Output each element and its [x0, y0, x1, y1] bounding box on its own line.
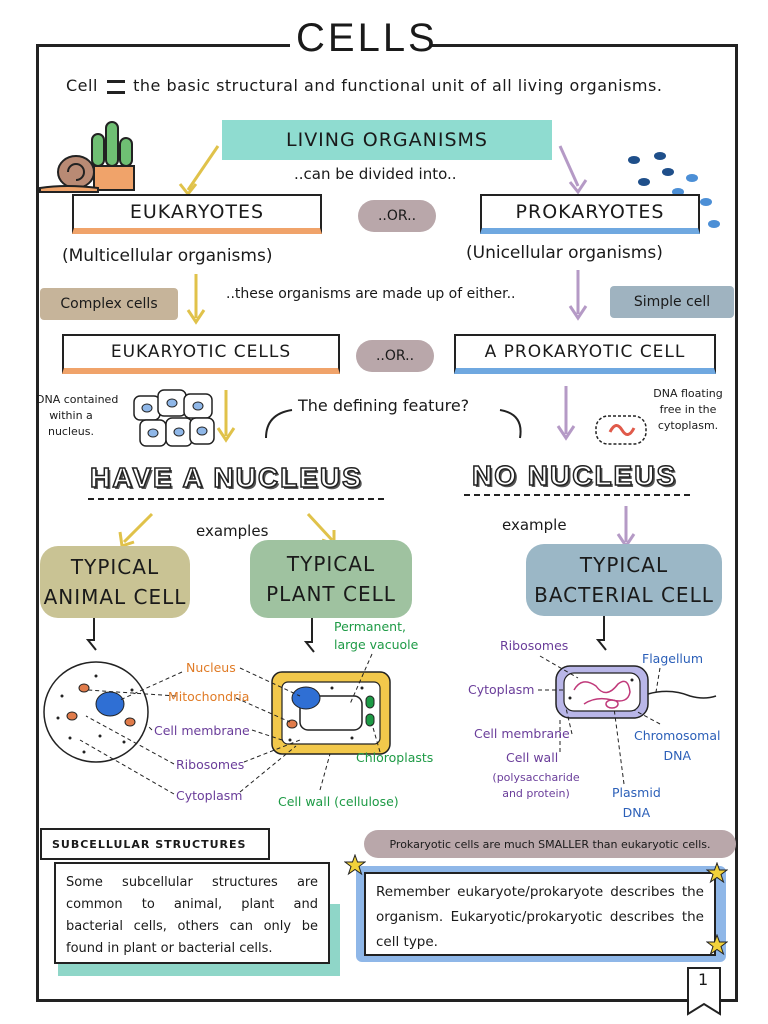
- dna-contained-line-1: DNA contained: [36, 393, 119, 406]
- label-bacterial-cytoplasm: Cytoplasm: [468, 682, 535, 697]
- prokaryotes-banner: PROKARYOTES: [480, 194, 700, 234]
- label-cell-wall-cellulose: Cell wall (cellulose): [278, 794, 399, 809]
- defining-feature-text: The defining feature?: [298, 396, 470, 415]
- have-nucleus-underline: [88, 498, 384, 500]
- subcellular-heading: SUBCELLULAR STRUCTURES: [52, 837, 247, 851]
- label-mitochondria: Mitochondria: [168, 689, 250, 704]
- smaller-note-pill: Prokaryotic cells are much SMALLER than …: [364, 830, 736, 858]
- page-title: CELLS: [296, 16, 438, 60]
- living-organisms-label: LIVING ORGANISMS: [286, 129, 488, 151]
- example-text: example: [502, 516, 567, 534]
- chromosomal-line-2: DNA: [663, 748, 691, 763]
- plant-cell-line-1: TYPICAL: [286, 552, 376, 576]
- label-vacuole: Permanent, large vacuole: [334, 618, 418, 654]
- star-icon-2: [706, 862, 728, 884]
- label-flagellum: Flagellum: [642, 651, 703, 666]
- unicellular-text: (Unicellular organisms): [466, 243, 663, 263]
- bacteria-icon: [628, 152, 720, 228]
- subcellular-heading-tag: SUBCELLULAR STRUCTURES: [40, 828, 270, 860]
- label-vacuole-line-2: large vacuole: [334, 637, 419, 652]
- label-bacterial-ribosomes: Ribosomes: [500, 638, 569, 653]
- dna-floating-line-3: cytoplasm.: [657, 419, 719, 432]
- no-nucleus-underline: [464, 494, 690, 496]
- no-nucleus-heading: NO NUCLEUS: [471, 459, 678, 492]
- living-organisms-banner: LIVING ORGANISMS: [222, 120, 552, 160]
- simple-cell-label: Simple cell: [633, 294, 711, 310]
- made-up-of-text: ..these organisms are made up of either.…: [226, 286, 516, 302]
- simple-cell-tag: Simple cell: [610, 286, 734, 318]
- definition-text: the basic structural and functional unit…: [133, 76, 663, 95]
- eukaryotic-cells-label: EUKARYOTIC CELLS: [110, 342, 292, 362]
- star-icon-3: [706, 934, 728, 956]
- label-ribosomes: Ribosomes: [176, 757, 245, 772]
- label-cell-membrane: Cell membrane: [154, 723, 250, 738]
- label-bacterial-cell-membrane: Cell membrane: [474, 726, 570, 741]
- plasmid-line-1: Plasmid: [612, 785, 661, 800]
- label-chromosomal-dna: Chromosomal DNA: [634, 726, 720, 766]
- animal-cell-line-1: TYPICAL: [70, 555, 160, 579]
- dna-floating-line-2: free in the: [659, 403, 717, 416]
- complex-cells-label: Complex cells: [60, 296, 158, 312]
- examples-text: examples: [196, 522, 269, 540]
- or-label-1: ..OR..: [377, 208, 417, 224]
- bacterial-cell-line-2: BACTERIAL CELL: [534, 583, 714, 607]
- subcellular-text-box: Some subcellular structures are common t…: [54, 862, 330, 964]
- dna-floating-note: DNA floating free in the cytoplasm.: [652, 386, 724, 434]
- eukaryotes-label: EUKARYOTES: [129, 201, 265, 223]
- remember-text: Remember eukaryote/prokaryote describes …: [376, 884, 704, 950]
- label-nucleus: Nucleus: [186, 660, 236, 675]
- definition-term: Cell: [66, 76, 98, 95]
- typical-bacterial-cell-tag: TYPICAL BACTERIAL CELL: [526, 544, 722, 616]
- cell-wall-note-line-1: (polysaccharide: [492, 771, 580, 784]
- page-number: 1: [698, 970, 709, 989]
- title-rule-left: [36, 44, 292, 47]
- prokaryotic-cell-banner: A PROKARYOTIC CELL: [454, 334, 716, 374]
- or-pill-2: ..OR..: [356, 340, 434, 372]
- or-pill-1: ..OR..: [358, 200, 436, 232]
- plasmid-line-2: DNA: [622, 805, 651, 820]
- prokaryotes-label: PROKARYOTES: [515, 201, 665, 223]
- equals-icon: [106, 79, 125, 94]
- page-number-badge: [687, 967, 721, 1016]
- eukaryotic-cells-illustration: [133, 389, 215, 447]
- subcellular-text: Some subcellular structures are common t…: [66, 875, 318, 956]
- smaller-note: Prokaryotic cells are much SMALLER than …: [389, 837, 711, 851]
- label-bacterial-cell-wall: Cell wall: [506, 750, 559, 765]
- dna-floating-line-1: DNA floating: [653, 387, 723, 400]
- label-plasmid-dna: Plasmid DNA: [612, 783, 661, 823]
- eukaryotes-banner: EUKARYOTES: [72, 194, 322, 234]
- eukaryotic-cells-banner: EUKARYOTIC CELLS: [62, 334, 340, 374]
- cell-definition: Cell the basic structural and functional…: [66, 76, 662, 95]
- plant-cell-line-2: PLANT CELL: [266, 582, 396, 606]
- or-label-2: ..OR..: [375, 348, 415, 364]
- typical-plant-cell-tag: TYPICAL PLANT CELL: [250, 540, 412, 618]
- typical-animal-cell-tag: TYPICAL ANIMAL CELL: [40, 546, 190, 618]
- cell-wall-note-line-2: and protein): [502, 787, 570, 800]
- snail-cactus-icon: [39, 121, 135, 193]
- label-cytoplasm: Cytoplasm: [176, 788, 243, 803]
- complex-cells-tag: Complex cells: [40, 288, 178, 320]
- title-rule-right: [424, 44, 738, 47]
- divided-into-text: ..can be divided into..: [294, 165, 457, 183]
- label-vacuole-line-1: Permanent,: [334, 619, 406, 634]
- title-backdrop: [290, 18, 430, 72]
- dna-contained-line-2: within a: [49, 409, 93, 422]
- prokaryotic-cell-label: A PROKARYOTIC CELL: [484, 342, 686, 362]
- star-icon: [344, 854, 366, 876]
- label-chloroplasts: Chloroplasts: [356, 750, 434, 765]
- dna-contained-line-3: nucleus.: [47, 425, 94, 438]
- remember-box: Remember eukaryote/prokaryote describes …: [364, 872, 716, 956]
- bacterial-cell-line-1: TYPICAL: [579, 553, 669, 577]
- animal-cell-line-2: ANIMAL CELL: [43, 585, 187, 609]
- label-bacterial-cell-wall-note: (polysaccharide and protein): [486, 770, 586, 802]
- multicellular-text: (Multicellular organisms): [62, 246, 273, 266]
- dna-contained-note: DNA contained within a nucleus.: [36, 392, 119, 440]
- chromosomal-line-1: Chromosomal: [634, 728, 721, 743]
- have-a-nucleus-heading: HAVE A NUCLEUS: [89, 461, 363, 494]
- prokaryotic-cell-illustration: [595, 415, 647, 445]
